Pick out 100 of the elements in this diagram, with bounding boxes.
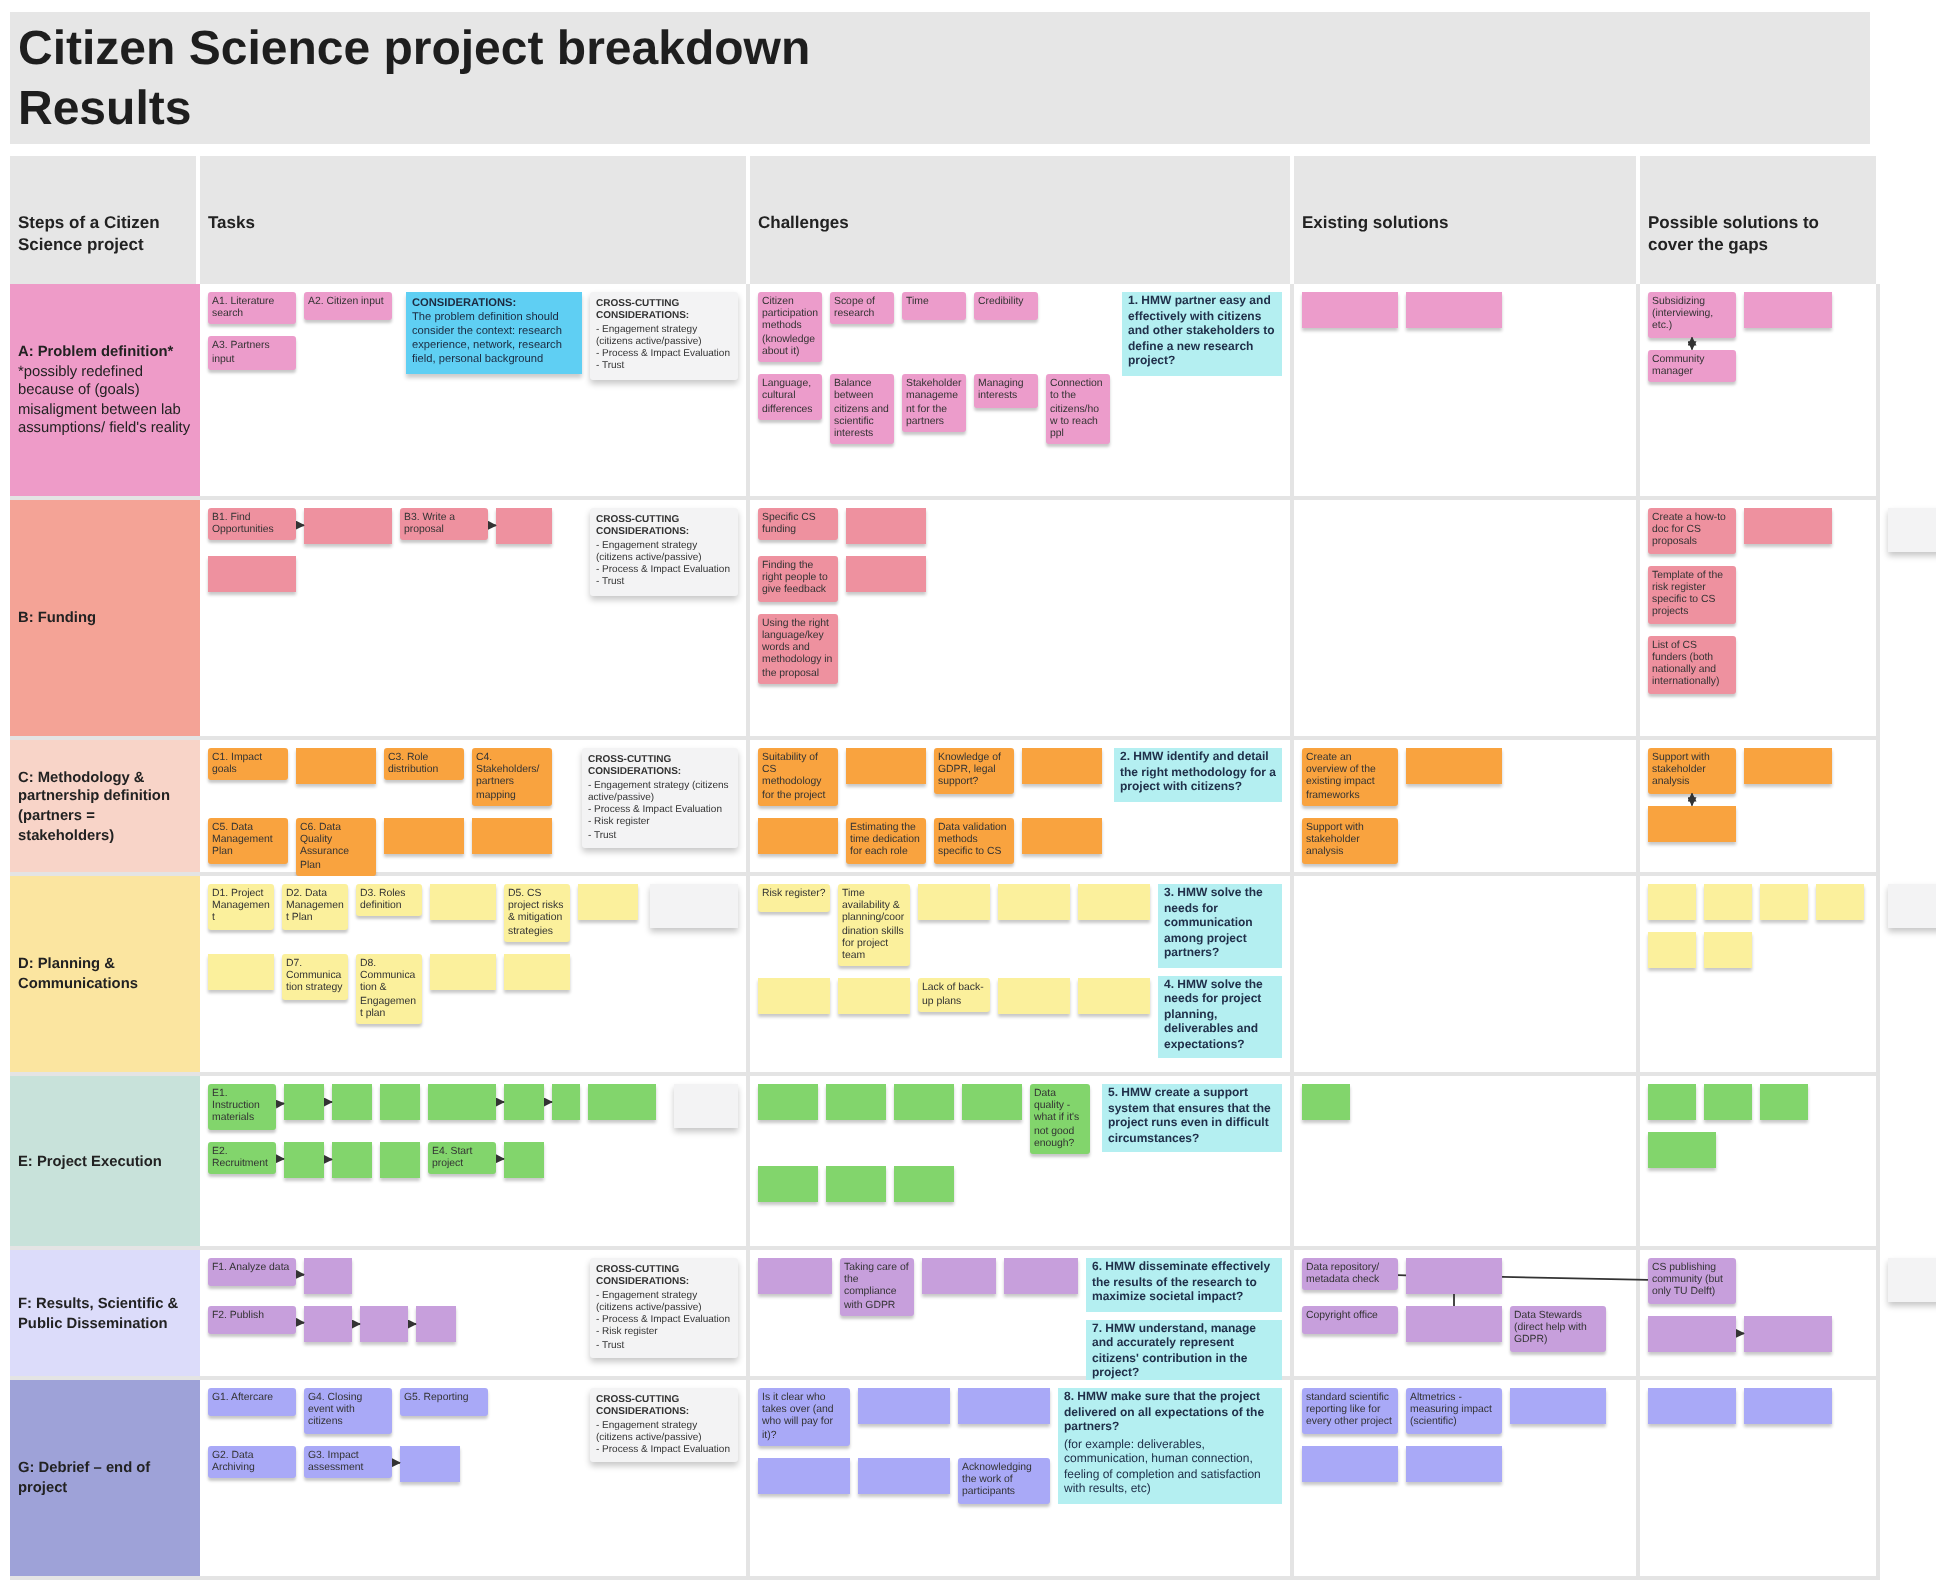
sticky-note (1744, 292, 1832, 328)
sticky-note (1406, 748, 1502, 784)
sticky-note (998, 884, 1070, 920)
sticky-note (504, 1084, 544, 1120)
arrow (351, 1319, 361, 1329)
sticky-note (496, 508, 552, 544)
row-header (10, 1380, 200, 1580)
comment-card (1888, 508, 1936, 552)
sticky-note (846, 748, 926, 784)
sticky-note (304, 508, 392, 544)
row-header (10, 1250, 200, 1380)
column-header: Steps of a Citizen Science project (10, 156, 200, 284)
sticky-note (430, 884, 496, 920)
sticky-note (504, 953, 570, 990)
sticky-note (1510, 1388, 1606, 1424)
sticky-note (1302, 1084, 1350, 1120)
sticky-note (284, 1141, 324, 1178)
arrow (295, 1269, 305, 1279)
sticky-note (1648, 1084, 1696, 1120)
arrow (495, 1154, 505, 1164)
sticky-note (1078, 884, 1150, 920)
sticky-note (380, 1084, 420, 1120)
sticky-note (1406, 292, 1502, 328)
sticky-note (1704, 884, 1752, 920)
sticky-note (1302, 292, 1398, 328)
sticky-note (1648, 1388, 1736, 1424)
comment-card (650, 884, 738, 928)
sticky-note (958, 1388, 1050, 1424)
arrow (295, 1317, 305, 1327)
sticky-note (1744, 508, 1832, 544)
sticky-note (1648, 1132, 1716, 1168)
sticky-note (1744, 1315, 1832, 1352)
column-header: Possible solutions to cover the gaps (1640, 156, 1880, 284)
sticky-note (858, 1388, 950, 1424)
sticky-note (304, 1258, 352, 1294)
sticky-note (332, 1084, 372, 1120)
sticky-note (428, 1084, 496, 1120)
arrow (495, 1097, 505, 1107)
sticky-note (504, 1141, 544, 1178)
sticky-note (296, 748, 376, 784)
row-header (10, 740, 200, 876)
sticky-note (1302, 1445, 1398, 1482)
sticky-note (1704, 1084, 1752, 1120)
sticky-note (1406, 1306, 1502, 1342)
arrow (1687, 336, 1697, 351)
sticky-note (1648, 932, 1696, 968)
arrow (1735, 1328, 1745, 1338)
sticky-note (1704, 932, 1752, 968)
arrow (275, 1154, 285, 1164)
connector-line (1397, 1274, 1407, 1277)
sticky-note (922, 1258, 996, 1294)
sticky-note (208, 953, 274, 990)
sticky-note (962, 1084, 1022, 1120)
sticky-note (846, 508, 926, 544)
comment-card (590, 508, 738, 595)
arrow (391, 1458, 401, 1468)
arrow (323, 1097, 333, 1107)
sticky-note (1022, 748, 1102, 784)
sticky-note (1022, 817, 1102, 854)
sticky-note (758, 817, 838, 854)
row-header (10, 1076, 200, 1250)
arrow (487, 520, 497, 530)
sticky-note (918, 884, 990, 920)
sticky-note (858, 1457, 950, 1494)
sticky-note (284, 1084, 324, 1120)
comment-card (590, 292, 738, 379)
sticky-note (1078, 978, 1150, 1015)
comment-card (1888, 884, 1936, 928)
sticky-note (838, 978, 910, 1015)
question-note (1086, 1258, 1282, 1311)
comment-card (1888, 1258, 1936, 1302)
row-header (10, 876, 200, 1076)
comment-card (590, 1388, 738, 1463)
sticky-note (1648, 805, 1736, 842)
sticky-note (758, 1457, 850, 1494)
sticky-note (552, 1084, 580, 1120)
row-header (10, 500, 200, 740)
sticky-note (430, 953, 496, 990)
sticky-note (1648, 884, 1696, 920)
sticky-note (1648, 1315, 1736, 1352)
connector-line (1453, 1293, 1455, 1307)
comment-card (582, 748, 738, 848)
sticky-note (472, 817, 552, 854)
sticky-note (400, 1445, 460, 1482)
question-note (1102, 1084, 1282, 1152)
sticky-note (846, 556, 926, 592)
sticky-note (1406, 1445, 1502, 1482)
question-note (1158, 975, 1282, 1058)
sticky-note (1744, 1388, 1832, 1424)
connector-line (1501, 1276, 1649, 1281)
sticky-note (380, 1141, 420, 1178)
consideration-note (406, 292, 582, 374)
sticky-note (1760, 884, 1808, 920)
sticky-note (332, 1141, 372, 1178)
sticky-note (758, 1166, 818, 1203)
title: Citizen Science project breakdown Results (18, 20, 813, 140)
sticky-note (360, 1306, 408, 1342)
sticky-note (1406, 1258, 1502, 1294)
sticky-note (826, 1166, 886, 1203)
sticky-note (578, 884, 638, 920)
